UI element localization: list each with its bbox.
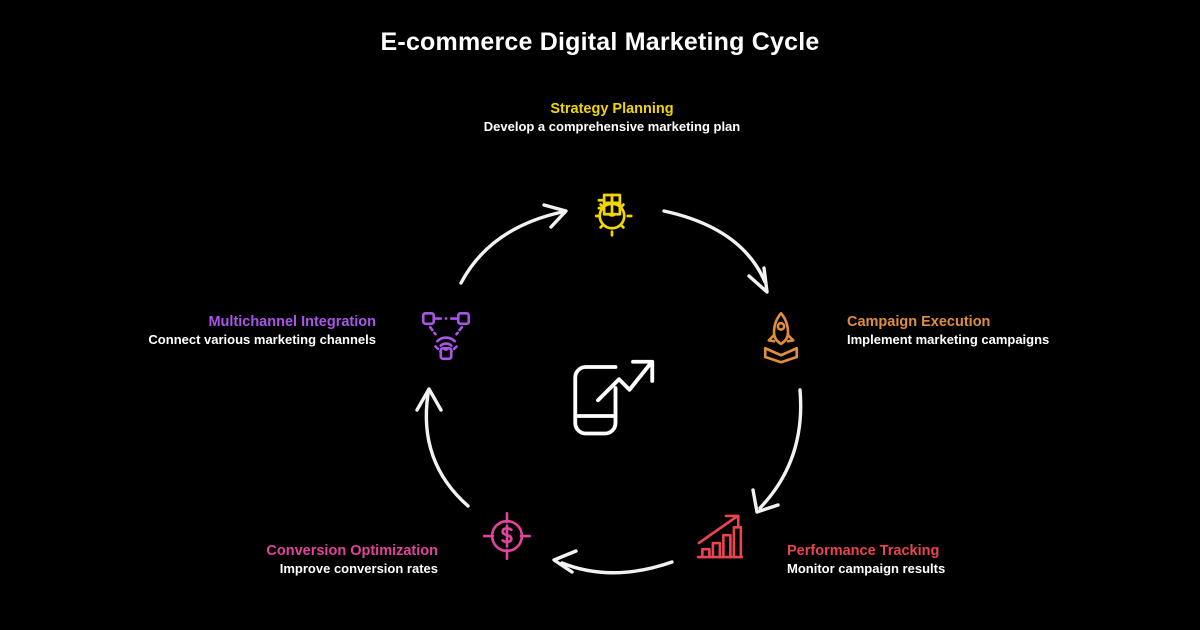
- stage-label-performance-tracking: Performance Tracking Monitor campaign re…: [787, 542, 1037, 577]
- stage-title-multichannel-integration: Multichannel Integration: [208, 314, 376, 330]
- stage-description-multichannel-integration: Connect various marketing channels: [148, 332, 376, 347]
- rocket-launch-icon: [763, 311, 799, 364]
- mobile-growth-chart-icon: [573, 359, 655, 436]
- target-dollar-icon: [482, 511, 532, 561]
- stage-label-multichannel-integration: Multichannel Integration Connect various…: [136, 313, 376, 348]
- stage-description-campaign-execution: Implement marketing campaigns: [847, 332, 1050, 347]
- arrow-performance-to-conversion: [552, 549, 674, 575]
- page-title: E-commerce Digital Marketing Cycle: [380, 28, 820, 56]
- stage-title-conversion-optimization: Conversion Optimization: [266, 543, 438, 559]
- stage-title-performance-tracking: Performance Tracking: [787, 543, 940, 559]
- stage-label-conversion-optimization: Conversion Optimization Improve conversi…: [163, 542, 438, 577]
- stage-description-strategy-planning: Develop a comprehensive marketing plan: [483, 119, 741, 134]
- stage-label-strategy-planning: Strategy Planning Develop a comprehensiv…: [462, 100, 762, 135]
- stage-label-campaign-execution: Campaign Execution Implement marketing c…: [847, 313, 1077, 348]
- stage-description-conversion-optimization: Improve conversion rates: [279, 561, 438, 576]
- stage-title-campaign-execution: Campaign Execution: [847, 314, 991, 330]
- network-wifi-nodes-icon: [421, 311, 471, 361]
- stage-description-performance-tracking: Monitor campaign results: [787, 561, 946, 576]
- arrow-campaign-to-performance: [751, 388, 803, 514]
- arrow-conversion-to-multichannel: [415, 387, 470, 508]
- gear-chart-icon: [594, 193, 633, 237]
- bar-chart-growth-icon: [696, 514, 744, 559]
- arrow-strategy-to-campaign: [662, 209, 769, 294]
- stage-title-strategy-planning: Strategy Planning: [550, 101, 674, 117]
- arrow-multichannel-to-strategy: [459, 203, 568, 285]
